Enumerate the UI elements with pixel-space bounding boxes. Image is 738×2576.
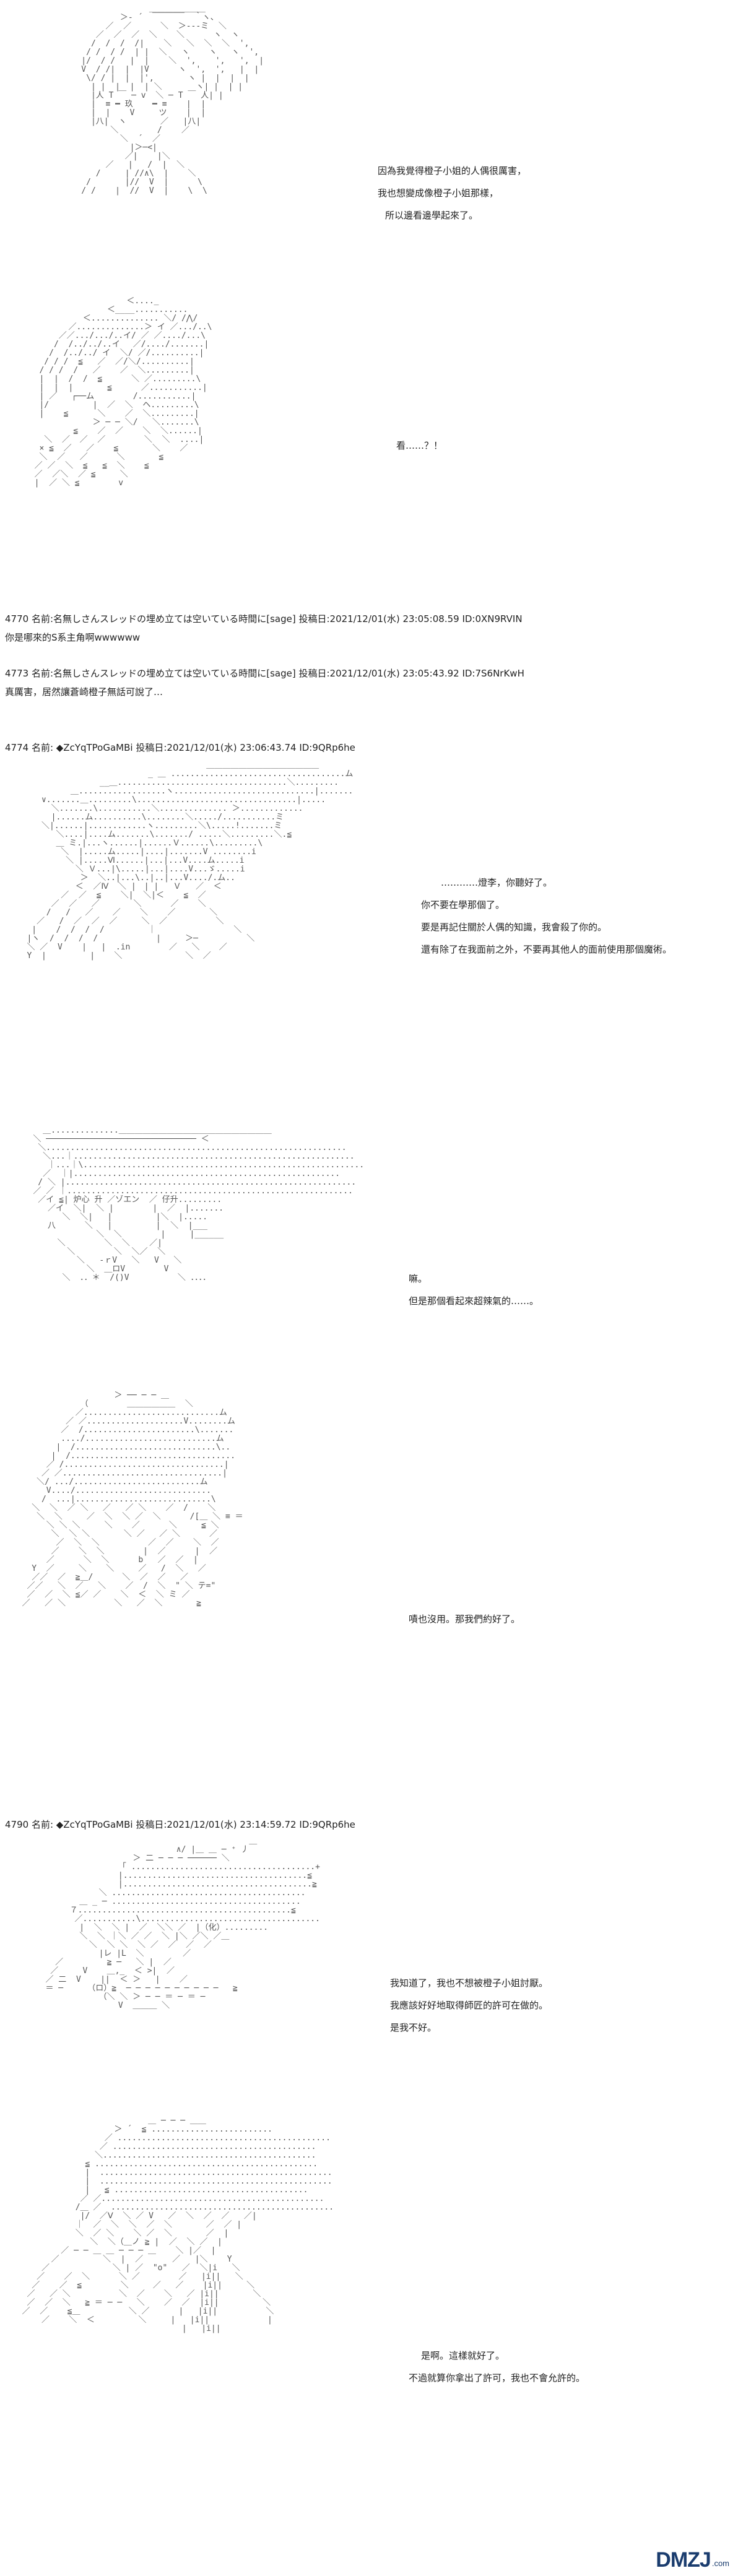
ascii-art-frame-6: ＿ ∧/ |＿ ＿ ─ ⁺ 丿 ＞ 二 ─ ─ ─ ────── ＼ 「 ...… — [45, 1837, 320, 2010]
dialogue-line: 因為我覺得橙子小姐的人偶很厲害， — [378, 165, 527, 176]
frame-1-dialogue: 因為我覺得橙子小姐的人偶很厲害， 我也想變成像橙子小姐那樣， 所以邊看邊學起來了… — [378, 160, 526, 227]
dialogue-line: 你不要在學那個了。 — [421, 899, 505, 910]
dialogue-line: 我知道了，我也不想被橙子小姐討厭。 — [390, 1977, 549, 1989]
frame-7-dialogue: 是啊。這樣就好了。 不過就算你拿出了許可，我也不會允許的。 — [409, 2345, 585, 2389]
post-4774-dialogue: …………燈李，你聽好了。 你不要在學那個了。 要是再記住關於人偶的知識，我會殺了… — [421, 871, 672, 961]
dialogue-line: 是我不好。 — [390, 2022, 437, 2033]
frame-4-dialogue: 嘛。 但是那個看起來超辣氣的……。 — [409, 1268, 539, 1312]
site-watermark-logo: DMZJ .com — [656, 2548, 729, 2572]
dialogue-line: …………燈李，你聽好了。 — [441, 877, 553, 888]
dialogue-line: 所以邊看邊學起來了。 — [385, 210, 479, 221]
post-4770-body: 你是哪來的S系主角啊wwwwww — [5, 632, 141, 643]
post-4774-header: 4774 名前: ◆ZcYqTPoGaMBi 投稿日:2021/12/01(水)… — [5, 742, 355, 753]
ascii-art-frame-5: ＞ ── ─ ─ ＿ （ ＿＿＿＿＿＿ ＼ ／.................… — [22, 1391, 243, 1608]
dialogue-line: 嘖也沒用。那我們約好了。 — [409, 1614, 521, 1625]
dialogue-line: 我也想變成像橙子小姐那樣， — [378, 188, 499, 199]
post-4790-header: 4790 名前: ◆ZcYqTPoGaMBi 投稿日:2021/12/01(水)… — [5, 1819, 355, 1830]
dialogue-line: 是啊。這樣就好了。 — [421, 2350, 505, 2361]
post-4773-body: 真厲害，居然讓蒼崎橙子無話可說了… — [5, 686, 163, 698]
dialogue-line: 嘛。 — [409, 1273, 428, 1284]
ascii-art-frame-1: ＿＿＿＿＿＿＿ ＞‐ ´ ￣￣￣￣ ｀ヽ、 ／ ／ ＼ ＞‐--ミ ＼ ／ ／ … — [81, 5, 264, 196]
ascii-art-frame-3: ＿＿＿＿＿＿＿＿＿＿＿＿＿＿ _ ＿ .....................… — [27, 761, 354, 961]
dialogue-line: 不過就算你拿出了許可，我也不會允許的。 — [409, 2372, 586, 2384]
frame-5-dialogue: 嘖也沒用。那我們約好了。 — [409, 1608, 520, 1630]
ascii-art-frame-4: ＿..............＿＿＿＿＿＿＿＿＿＿＿＿＿＿＿＿＿＿＿ ＼ ───… — [33, 1126, 365, 1282]
watermark-letters: DMZJ — [656, 2548, 711, 2572]
frame-2-dialogue: 看……？！ — [396, 434, 443, 457]
post-4770-header: 4770 名前:名無しさんスレッドの埋め立ては空いている時間に[sage] 投稿… — [5, 613, 523, 625]
dialogue-line: 還有除了在我面前之外，不要再其他人的面前使用那個魔術。 — [421, 944, 672, 955]
post-4790-dialogue: 我知道了，我也不想被橙子小姐討厭。 我應該好好地取得師匠的許可在做的。 是我不好… — [390, 1972, 548, 2039]
watermark-suffix: .com — [711, 2559, 729, 2568]
dialogue-line: 但是那個看起來超辣氣的……。 — [409, 1295, 539, 1307]
dialogue-line: 看……？！ — [396, 440, 443, 451]
post-4773-header: 4773 名前:名無しさんスレッドの埋め立ては空いている時間に[sage] 投稿… — [5, 668, 524, 679]
dialogue-line: 我應該好好地取得師匠的許可在做的。 — [390, 2000, 549, 2011]
ascii-art-frame-7: ＿ ─ ─ ─ ＿＿ ＞ ´ ≦ .......................… — [22, 2117, 334, 2333]
ascii-art-frame-2: ＜...._ ＜____........... ＜.............. … — [34, 297, 212, 488]
dialogue-line: 要是再記住關於人偶的知識，我會殺了你的。 — [421, 922, 607, 933]
